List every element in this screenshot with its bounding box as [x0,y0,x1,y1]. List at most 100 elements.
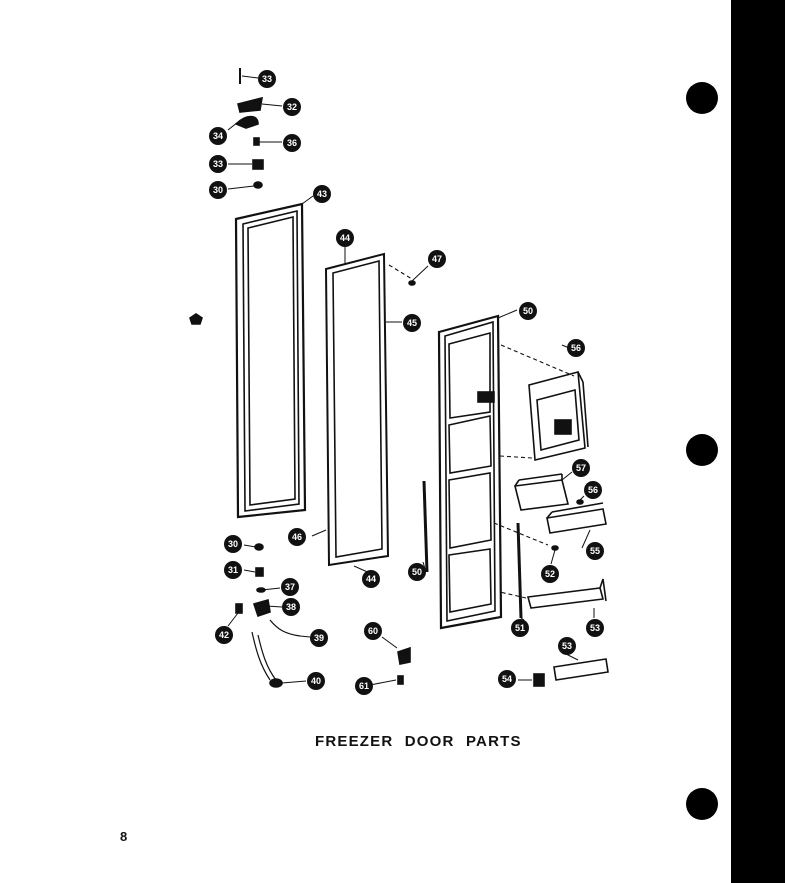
callout-bubble [519,302,537,320]
callout-label: 50 [523,306,533,316]
callout-leaders [227,75,595,686]
callout-bubble [310,629,328,647]
callout-bubble [209,181,227,199]
callout-bubble [511,619,529,637]
callout-bubble [224,561,242,579]
drip-tray [546,502,607,534]
page-number: 8 [120,829,128,844]
callout-label: 60 [368,626,378,636]
callout-label: 32 [287,102,297,112]
callout-bubble [364,622,382,640]
callout-c54: 54 [498,670,516,688]
callout-c30b: 30 [224,535,242,553]
callout-label: 31 [228,565,238,575]
callout-bubble [567,339,585,357]
callout-bubble [362,570,380,588]
callout-bubble [336,229,354,247]
callout-bubble [283,98,301,116]
callout-label: 57 [576,463,586,473]
callout-c50a: 50 [519,302,537,320]
callout-label: 36 [287,138,297,148]
callout-c57: 57 [572,459,590,477]
callout-label: 53 [562,641,572,651]
callout-bubble [558,637,576,655]
callout-label: 53 [590,623,600,633]
callout-bubble [224,535,242,553]
callout-label: 47 [432,254,442,264]
hinge-strip [516,522,523,619]
callout-bubble [307,672,325,690]
callout-bubble [572,459,590,477]
callout-c53a: 53 [586,619,604,637]
ice-bucket [514,473,569,511]
callout-bubble [408,563,426,581]
callout-bubble [281,578,299,596]
callout-c43: 43 [313,185,331,203]
callout-bubble [586,542,604,560]
callout-bubble [586,619,604,637]
diagram-caption: FREEZER DOOR PARTS [315,733,522,750]
callout-c40: 40 [307,672,325,690]
dispenser-housing [528,370,589,461]
inner-door-panel [324,252,390,567]
callout-bubble [428,250,446,268]
callout-c31: 31 [224,561,242,579]
door-handle-bar [526,578,607,609]
callout-bubble [313,185,331,203]
callout-bubble [584,481,602,499]
callout-bubble [209,155,227,173]
callout-label: 54 [502,674,512,684]
callout-c47: 47 [428,250,446,268]
punch-hole-bottom [686,788,718,820]
callout-c39: 39 [310,629,328,647]
callout-bubble [498,670,516,688]
callout-c55: 55 [586,542,604,560]
callout-c42: 42 [215,626,233,644]
callout-label: 61 [359,681,369,691]
callout-label: 51 [515,623,525,633]
callout-bubble [288,528,306,546]
callout-label: 44 [340,233,350,243]
callout-bubble [215,626,233,644]
callout-label: 40 [311,676,321,686]
door-trim-strip [553,658,609,681]
callout-label: 33 [213,159,223,169]
callout-label: 44 [366,574,376,584]
callout-c51: 51 [511,619,529,637]
callout-label: 56 [571,343,581,353]
callout-bubble [541,565,559,583]
callout-bubble [258,70,276,88]
callout-c52: 52 [541,565,559,583]
callout-c32: 32 [283,98,301,116]
callout-label: 30 [228,539,238,549]
callout-c61: 61 [355,677,373,695]
callout-label: 52 [545,569,555,579]
callout-bubble [355,677,373,695]
callout-c60: 60 [364,622,382,640]
callout-label: 33 [262,74,272,84]
callout-c33a: 33 [258,70,276,88]
callout-c44b: 44 [362,570,380,588]
callout-label: 43 [317,189,327,199]
punch-hole-top [686,82,718,114]
callout-label: 30 [213,185,223,195]
callout-label: 42 [219,630,229,640]
callout-label: 34 [213,131,223,141]
door-rod [422,480,429,573]
callout-label: 38 [286,602,296,612]
callout-c34: 34 [209,127,227,145]
callout-label: 50 [412,567,422,577]
door-gasket [234,202,307,519]
callout-label: 39 [314,633,324,643]
assembly-leader-lines [388,264,575,599]
callout-bubble [282,598,300,616]
callout-label: 55 [590,546,600,556]
door-outer-frame [437,314,503,630]
callout-label: 46 [292,532,302,542]
callout-label: 37 [285,582,295,592]
callout-c33b: 33 [209,155,227,173]
callout-c44a: 44 [336,229,354,247]
punch-hole-middle [686,434,718,466]
callout-c30a: 30 [209,181,227,199]
